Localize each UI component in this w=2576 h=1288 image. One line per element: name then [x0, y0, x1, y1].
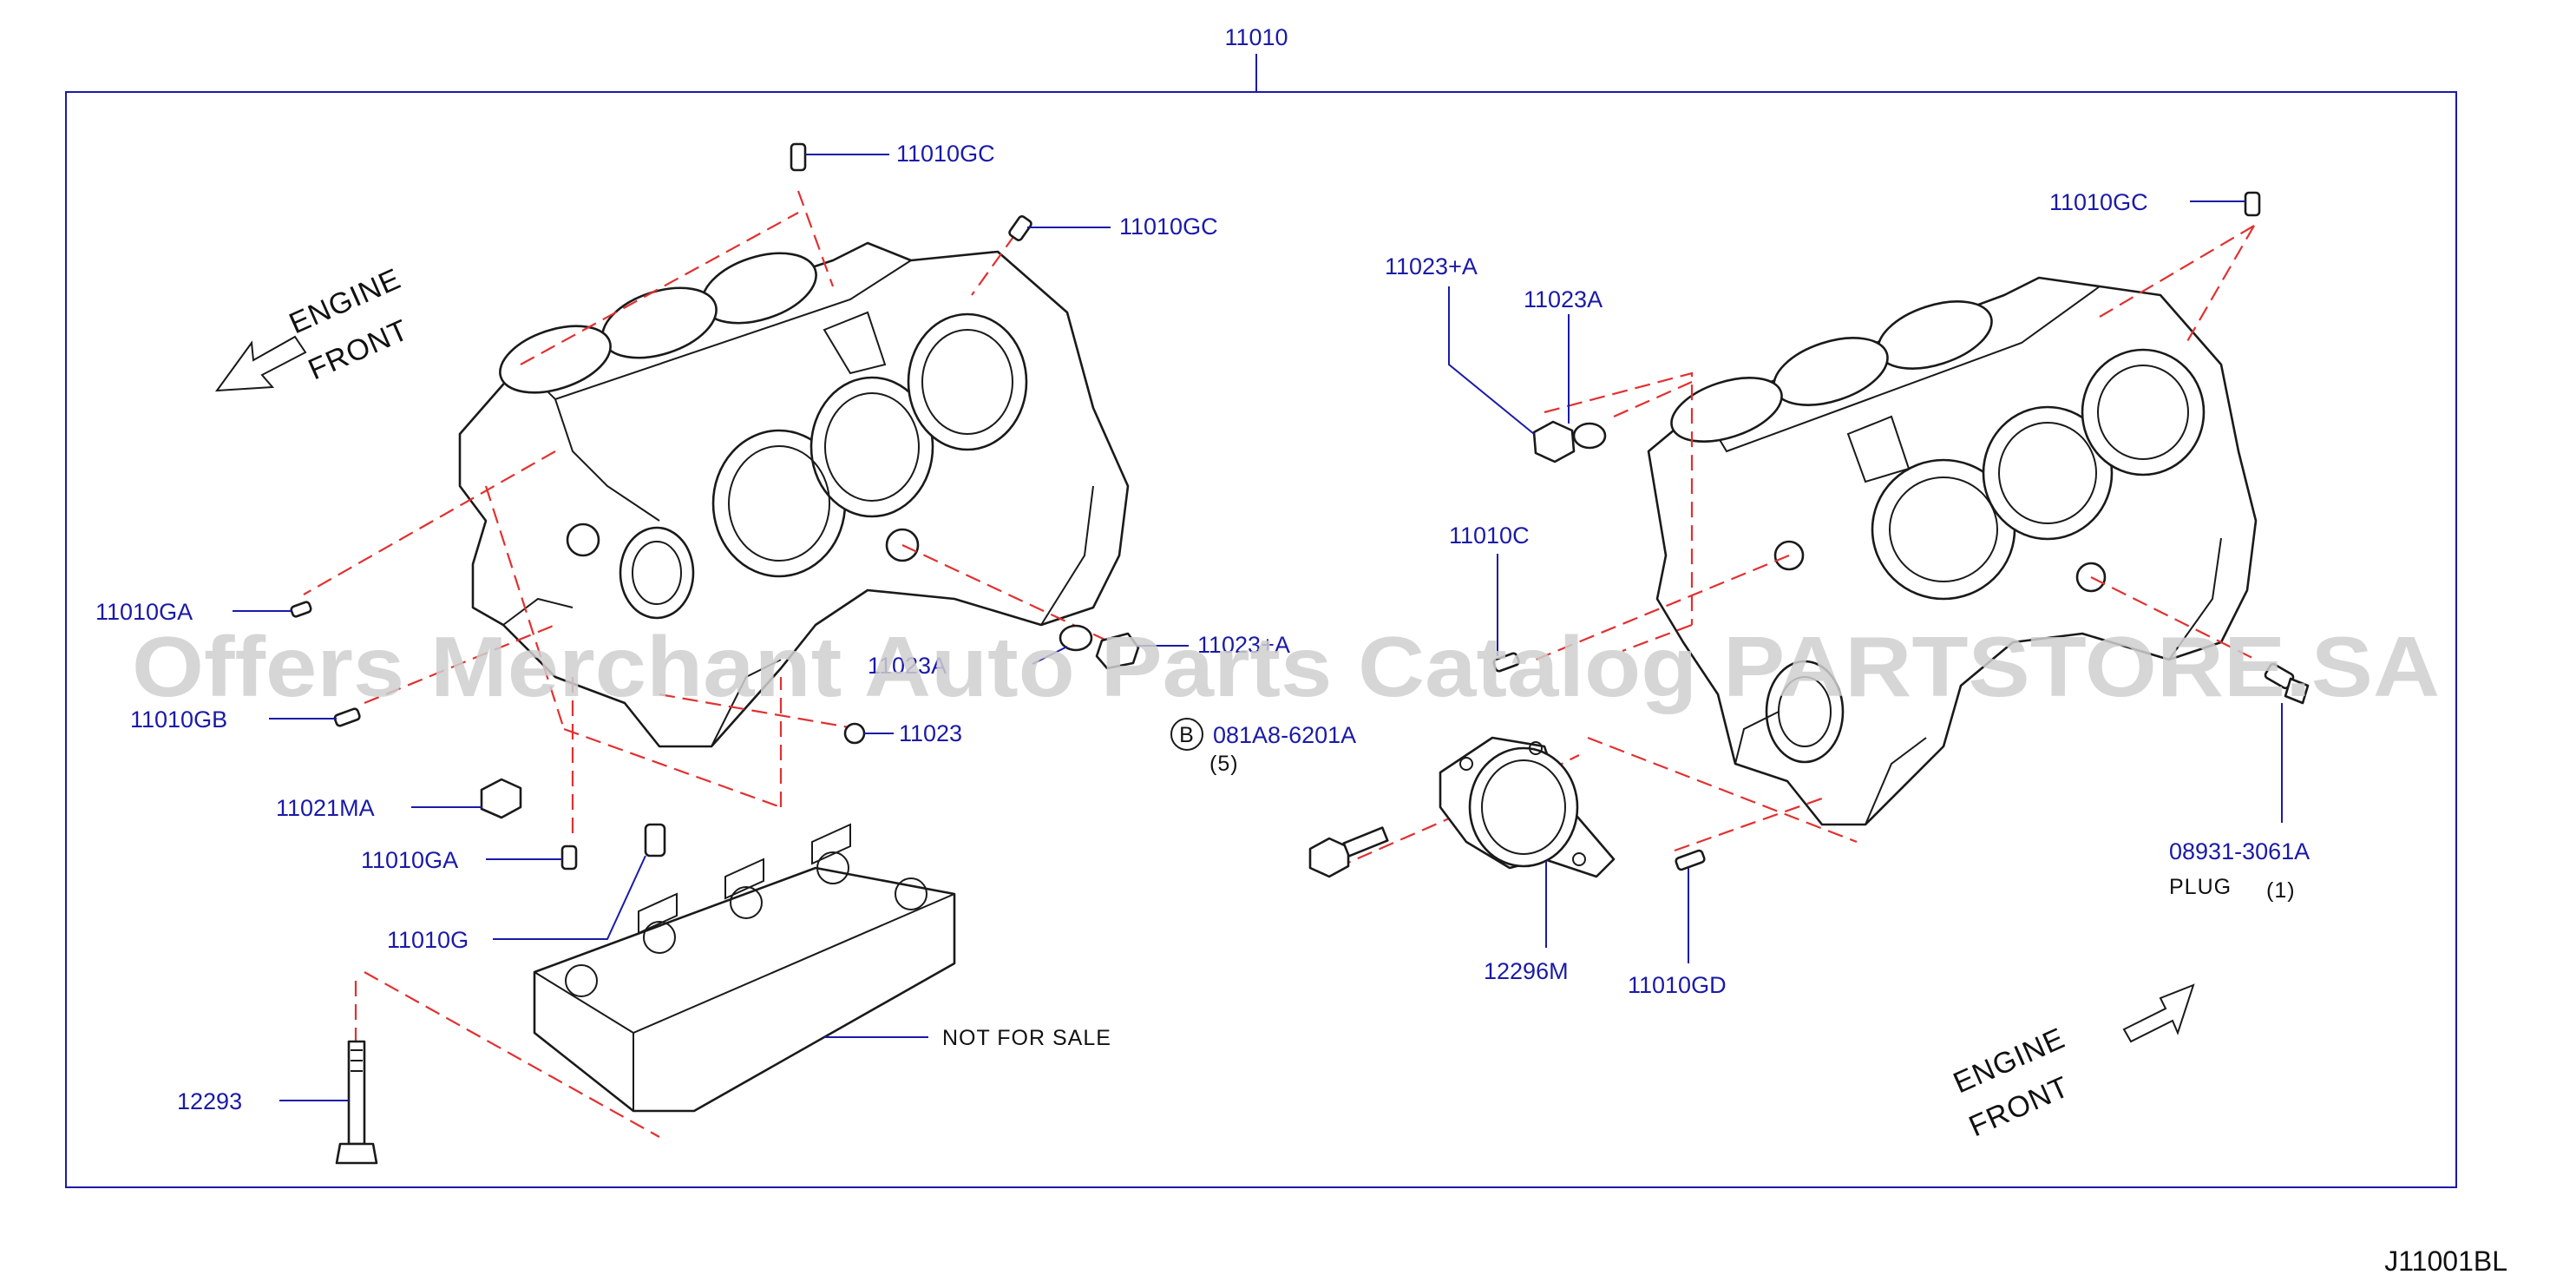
bolt-quantity: (5) [1209, 752, 1239, 776]
callout-08931-3061a[interactable]: 08931-3061A [2169, 838, 2310, 864]
plug-11023 [843, 722, 866, 745]
callout-11023a-top[interactable]: 11023A [1524, 286, 1603, 312]
engine-front-left: ENGINE FRONT [214, 262, 414, 392]
callout-11010ga-left[interactable]: 11010GA [95, 599, 193, 625]
dowel-11010ga-left [290, 601, 312, 618]
plug-08931-3061a [2264, 662, 2310, 705]
callout-11010gc-1[interactable]: 11010GC [896, 141, 995, 167]
dowel-11010gb [333, 707, 361, 727]
callout-11010ga-bottom[interactable]: 11010GA [361, 847, 458, 873]
bearing-beam [533, 823, 956, 1113]
label-not-for-sale: NOT FOR SALE [942, 1026, 1111, 1050]
washer-11023a-right [1572, 422, 1607, 450]
front-arrow-left-icon [214, 335, 307, 392]
dowel-11010c [1492, 652, 1520, 673]
dowel-11010gc-right [2244, 191, 2261, 217]
callout-11010[interactable]: 11010 [1224, 24, 1288, 50]
right-cylinder-block [1647, 276, 2258, 826]
dowel-11010gc-1 [790, 142, 807, 172]
callout-11010gb[interactable]: 11010GB [130, 706, 227, 733]
callout-11021ma[interactable]: 11021MA [276, 795, 375, 821]
bolt-mark-letter: B [1179, 723, 1195, 747]
callout-11010gc-2[interactable]: 11010GC [1119, 214, 1218, 240]
left-dashed-leaders [303, 190, 1111, 1138]
bolt-12293 [335, 1040, 378, 1165]
callout-11010gd[interactable]: 11010GD [1628, 972, 1727, 998]
plug-11023plusa-right [1532, 420, 1576, 463]
plug-quantity: (1) [2266, 878, 2296, 903]
callout-11010gc-right[interactable]: 11010GC [2049, 189, 2148, 215]
callout-12293[interactable]: 12293 [177, 1088, 242, 1114]
callout-11010c[interactable]: 11010C [1449, 522, 1530, 549]
plug-11023plusa-left [1095, 632, 1140, 670]
dowel-11010ga-bottom [560, 844, 578, 871]
bolt-081a8-6201a [1308, 826, 1389, 878]
callout-11010g[interactable]: 11010G [387, 927, 469, 953]
callout-11023plusa-top[interactable]: 11023+A [1385, 253, 1478, 279]
watermark-text: Offers Merchant Auto Parts Catalog PARTS… [132, 619, 2440, 714]
assembly-frame [65, 91, 2457, 1188]
right-dashed-leaders [1335, 225, 2257, 870]
callout-11023[interactable]: 11023 [899, 720, 962, 746]
callout-11023plusa-left[interactable]: 11023+A [1197, 632, 1290, 658]
callout-12296m[interactable]: 12296M [1484, 958, 1569, 984]
bolt-11021ma [480, 778, 522, 819]
dowel-11010g [644, 823, 666, 858]
front-arrow-right-icon [2122, 983, 2195, 1043]
callout-11023a-left[interactable]: 11023A [868, 653, 947, 679]
dowel-11010gc-2 [1008, 215, 1032, 241]
callout-081a8-6201a[interactable]: 081A8-6201A [1213, 722, 1356, 748]
dowel-11010gd [1675, 849, 1706, 871]
right-small-parts [1308, 191, 2310, 878]
rear-oil-seal-12296m [1439, 736, 1616, 878]
callouts: 11010GC 11010GC 11010GC 11010GA 11010GB … [95, 141, 2310, 1114]
engine-front-right: ENGINE FRONT [1949, 983, 2195, 1143]
left-cylinder-block [458, 241, 1130, 748]
label-plug: PLUG [2169, 875, 2232, 899]
diagram-code: J11001BL [2384, 1245, 2507, 1277]
washer-11023a-left [1059, 624, 1093, 652]
left-small-parts [290, 142, 1140, 1165]
bolt-mark-circle [1170, 718, 1203, 751]
